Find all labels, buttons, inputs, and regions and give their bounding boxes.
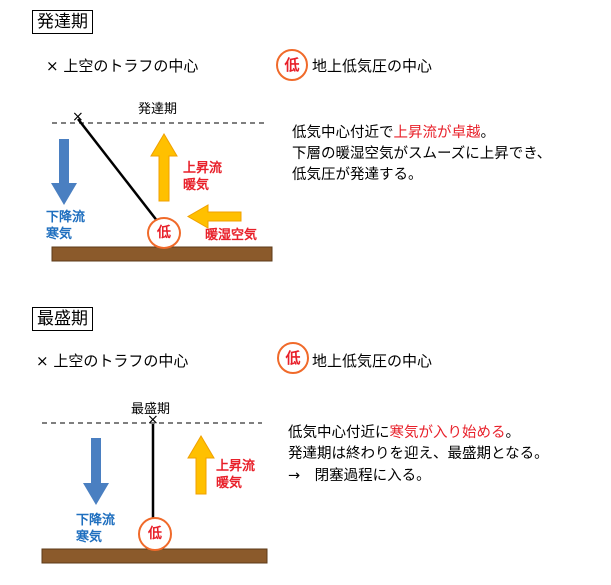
description-text: 。 (505, 425, 521, 441)
cold-air-label: 寒気 (46, 227, 73, 242)
trough-axis-line (77, 118, 159, 223)
downflow-arrow-2 (83, 438, 109, 505)
upflow-arrow-2 (187, 435, 215, 495)
stage-label-mature: 最盛期 (131, 402, 171, 417)
surface-low-symbol-2: 低 (138, 517, 172, 551)
description-line-2: 下層の暖湿空気がスムーズに上昇でき、 (292, 146, 552, 162)
description-text: 。 (480, 125, 496, 141)
ground-bar (51, 246, 273, 262)
downflow-arrow (51, 139, 77, 205)
stage-title-development: 発達期 (32, 10, 93, 34)
cold-air-label-2: 寒気 (76, 530, 103, 545)
warm-air-label-2: 暖気 (216, 476, 243, 491)
description-text: 低気中心付近で (292, 125, 394, 141)
stage-title-mature: 最盛期 (32, 307, 93, 331)
upflow-arrow (150, 133, 178, 202)
trough-cross-icon-2: × (147, 412, 159, 428)
legend-low-symbol-2: 低 (277, 342, 309, 374)
legend-low-symbol: 低 (276, 49, 308, 81)
description-line-3: 低気圧が発達する。 (292, 167, 423, 183)
surface-low-symbol: 低 (147, 217, 181, 249)
description-line-2-2: 発達期は終わりを迎え、最盛期となる。 (288, 446, 549, 462)
legend-trough-center: × 上空のトラフの中心 (46, 57, 199, 75)
description-line-3-2: → 閉塞過程に入る。 (288, 468, 431, 484)
legend-low-center: 地上低気圧の中心 (312, 57, 433, 75)
inflow-arrow (186, 204, 242, 229)
description-line-1-2: 低気中心付近に寒気が入り始める。 (288, 423, 520, 443)
legend-trough-center-2: × 上空のトラフの中心 (36, 352, 189, 370)
upflow-label-2: 上昇流 (216, 459, 256, 474)
warm-moist-air-label: 暖湿空気 (205, 228, 258, 243)
trough-cross-icon: × (72, 109, 84, 125)
warm-air-label: 暖気 (183, 178, 210, 193)
description-text: 低気中心付近に (288, 425, 390, 441)
description-highlight: 上昇流が卓越 (393, 125, 481, 141)
stage-label-development: 発達期 (138, 102, 178, 117)
upflow-label: 上昇流 (183, 161, 223, 176)
legend-low-center-2: 地上低気圧の中心 (312, 352, 433, 370)
ground-bar-2 (41, 548, 268, 564)
description-highlight: 寒気が入り始める (389, 425, 506, 441)
description-line-1: 低気中心付近で上昇流が卓越。 (292, 123, 495, 143)
downflow-label: 下降流 (46, 210, 86, 225)
downflow-label-2: 下降流 (76, 513, 116, 528)
